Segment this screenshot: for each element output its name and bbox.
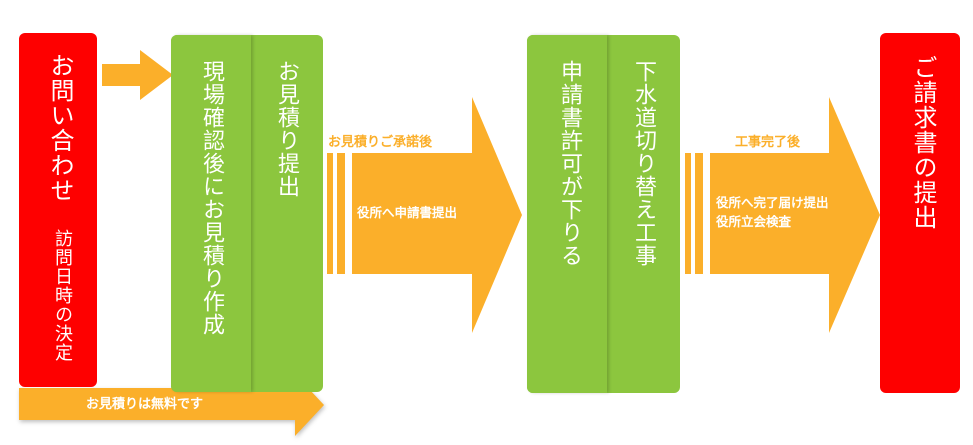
free-estimate-label: お見積りは無料です	[86, 397, 204, 412]
invoice-text: ご請求書の提出	[909, 55, 937, 230]
quote-text: お見積り提出	[274, 60, 299, 198]
big-arrow-1	[352, 97, 522, 333]
work-text: 下水道切り替え工事	[631, 60, 656, 267]
inquiry-title: お問い合わせ	[46, 53, 74, 203]
step-inquiry: お問い合わせ 訪問日時の決定	[19, 33, 97, 387]
after-completion-label: 工事完了後	[729, 131, 807, 150]
arrow-bar	[327, 153, 333, 274]
small-arrow	[102, 50, 173, 100]
arrow-bar	[695, 153, 703, 274]
step-survey: 現場確認後にお見積り作成	[171, 35, 251, 392]
arrow-bar	[685, 153, 691, 274]
survey-text: 現場確認後にお見積り作成	[199, 60, 224, 336]
completion-line-1: 役所へ完了届け提出	[716, 195, 829, 210]
step-permit: 申請書許可が下りる	[527, 35, 607, 393]
submit-application-label: 役所へ申請書提出	[357, 205, 458, 220]
after-approval-label: お見積りご承諾後	[328, 131, 439, 150]
step-invoice: ご請求書の提出	[880, 33, 960, 393]
big-arrow-2	[710, 97, 880, 333]
permit-text: 申請書許可が下りる	[557, 60, 582, 267]
arrow-bar	[337, 153, 345, 274]
inquiry-sub: 訪問日時の決定	[52, 229, 73, 362]
completion-line-2: 役所立会検査	[716, 214, 792, 229]
